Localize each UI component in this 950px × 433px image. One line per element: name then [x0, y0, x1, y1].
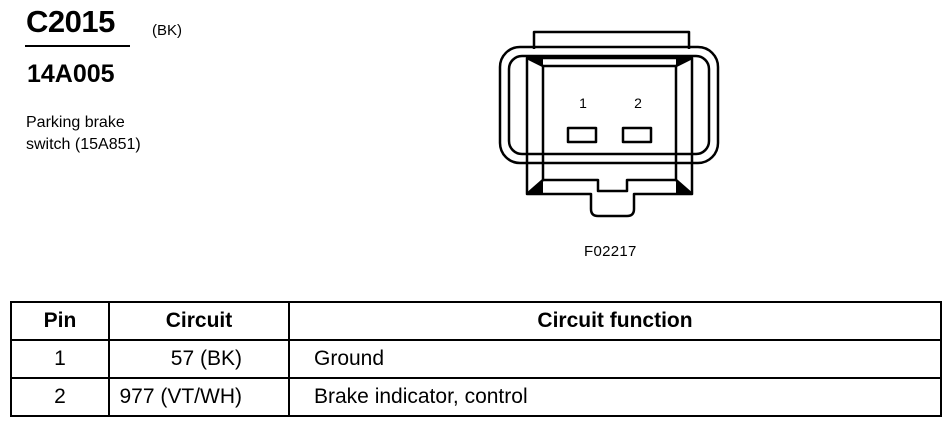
table-header-row: Pin Circuit Circuit function [10, 301, 942, 341]
part-number: 14A005 [27, 60, 115, 88]
pin-1-label: 1 [579, 95, 587, 111]
corner-wedge-tl [527, 58, 543, 66]
connector-outer-housing-inner [507, 54, 711, 156]
corner-wedge-br [676, 180, 692, 194]
description-line-1: Parking brake [26, 114, 125, 131]
connector-cavity [541, 64, 678, 193]
connector-id: C2015 [26, 4, 115, 39]
corner-wedge-tr [676, 58, 692, 66]
table-row: 1 57 (BK) Ground [10, 339, 942, 379]
function-cell: Brake indicator, control [288, 377, 942, 417]
connector-outer-housing [498, 45, 720, 165]
circuit-cell: 977 (VT/WH) [108, 377, 290, 417]
connector-color-code: (BK) [152, 22, 182, 39]
pin-cell: 1 [10, 339, 110, 379]
circuit-cell: 57 (BK) [108, 339, 290, 379]
connector-face-diagram: 1 2 [498, 30, 720, 218]
pinout-table: Pin Circuit Circuit function 1 57 (BK) G… [10, 301, 942, 417]
function-cell: Ground [288, 339, 942, 379]
connector-body [525, 56, 694, 218]
pin-2-label: 2 [634, 95, 642, 111]
table-row: 2 977 (VT/WH) Brake indicator, control [10, 377, 942, 417]
description-line-2: switch (15A851) [26, 136, 141, 153]
header-circuit-function: Circuit function [288, 301, 942, 341]
component-description: Parking brake switch (15A851) [26, 112, 141, 156]
pin-1-terminal [566, 126, 598, 144]
header-circuit: Circuit [108, 301, 290, 341]
corner-wedge-bl [527, 180, 543, 194]
figure-code: F02217 [584, 243, 637, 260]
connector-id-underline [25, 45, 130, 47]
pin-2-terminal [621, 126, 653, 144]
pin-cell: 2 [10, 377, 110, 417]
connector-top-tab [532, 30, 691, 49]
header-pin: Pin [10, 301, 110, 341]
